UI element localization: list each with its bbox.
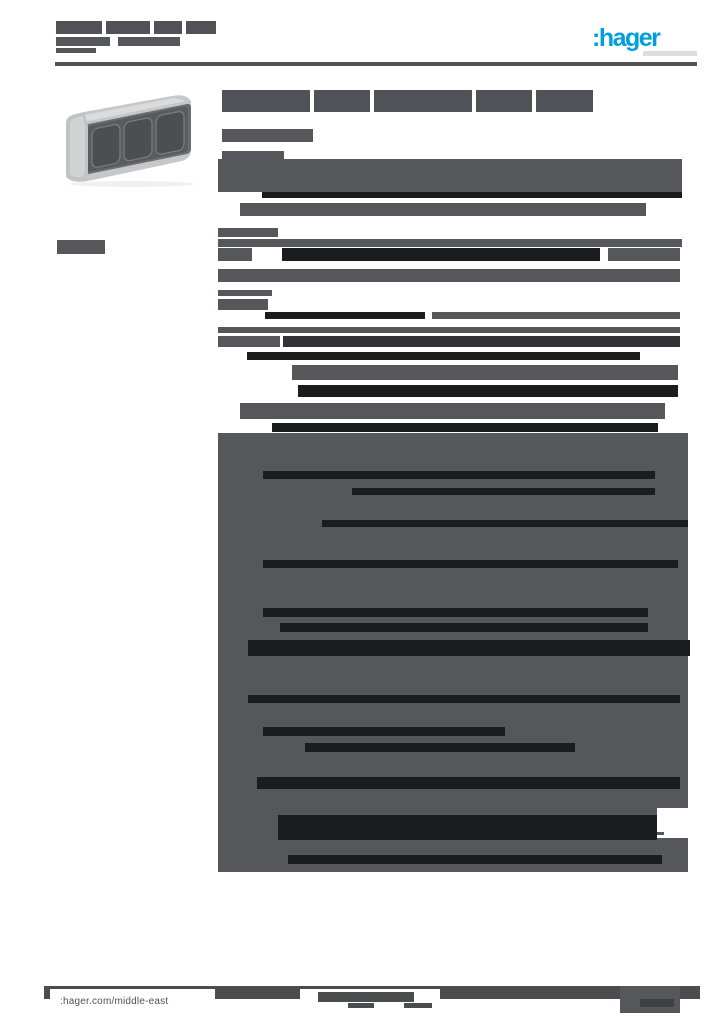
redacted-masthead-text: [106, 21, 150, 34]
redacted-text-row: [222, 129, 313, 142]
footer-page-number-redacted: [640, 999, 674, 1007]
redacted-masthead-text: [56, 21, 102, 34]
redacted-spec-table-line: [263, 608, 648, 617]
redacted-text-row: [222, 90, 310, 112]
redacted-text-row: [218, 336, 280, 347]
redacted-masthead-text: [118, 37, 180, 46]
redacted-spec-table-line: [248, 640, 690, 656]
redacted-text-row: [218, 239, 682, 247]
redacted-spec-table-line: [263, 560, 678, 568]
redacted-text-row: [218, 228, 278, 237]
redacted-text-row: [218, 159, 682, 192]
redacted-text-row: [292, 365, 678, 380]
redacted-text-row: [283, 336, 680, 347]
product-photo-drawing: [66, 95, 194, 187]
redacted-spec-table-line: [288, 855, 662, 864]
redacted-product-reference: [57, 240, 105, 254]
redacted-spec-table-line: [322, 520, 688, 527]
redacted-text-row: [282, 248, 600, 261]
redacted-masthead-text: [56, 37, 110, 46]
redacted-text-row: [218, 269, 680, 282]
redacted-text-row: [218, 299, 268, 310]
redacted-spec-table-line: [280, 623, 648, 632]
redacted-masthead-text: [56, 48, 96, 53]
redacted-spec-table-line: [248, 695, 680, 703]
weight-unit-mark: [657, 832, 664, 835]
redacted-masthead-text: [186, 21, 216, 34]
footer-page-box: [620, 986, 680, 1013]
redacted-text-row: [608, 248, 680, 261]
redacted-text-row: [265, 312, 425, 319]
redacted-text-row: [218, 327, 680, 333]
redacted-text-row: [272, 423, 658, 432]
redacted-text-row: [298, 385, 678, 397]
redacted-text-row: [374, 90, 472, 112]
footer-url-box: :hager.com/middle-east: [50, 989, 215, 1013]
redacted-spec-table-line: [263, 471, 655, 479]
redacted-text-row: [218, 290, 272, 296]
redacted-text-row: [432, 312, 680, 319]
redacted-text-row: [218, 248, 252, 261]
header: :hager: [0, 0, 724, 80]
redacted-text-row: [314, 90, 370, 112]
logo-underline-decor: [643, 51, 697, 56]
redacted-spec-table-line: [352, 488, 655, 495]
redacted-text-row: [247, 352, 640, 360]
product-photo: [54, 90, 206, 188]
redacted-text-row: [476, 90, 532, 112]
redacted-text-row: [240, 403, 665, 419]
redacted-footer-text: [348, 1003, 374, 1008]
redacted-text-row: [222, 151, 284, 159]
redacted-footer-text: [318, 992, 414, 1002]
hager-logo: :hager: [592, 24, 661, 52]
redacted-spec-table-line: [263, 727, 505, 736]
redacted-text-row: [536, 90, 593, 112]
header-rule: [55, 62, 697, 66]
redacted-footer-text: [404, 1003, 432, 1008]
redacted-spec-table-line: [278, 815, 657, 840]
redacted-spec-table-line: [305, 743, 575, 752]
redacted-spec-table-line: [257, 777, 680, 789]
footer-url-link[interactable]: :hager.com/middle-east: [60, 995, 169, 1007]
redacted-text-row: [262, 192, 682, 198]
redacted-text-row: [240, 203, 646, 216]
redacted-masthead-text: [154, 21, 182, 34]
